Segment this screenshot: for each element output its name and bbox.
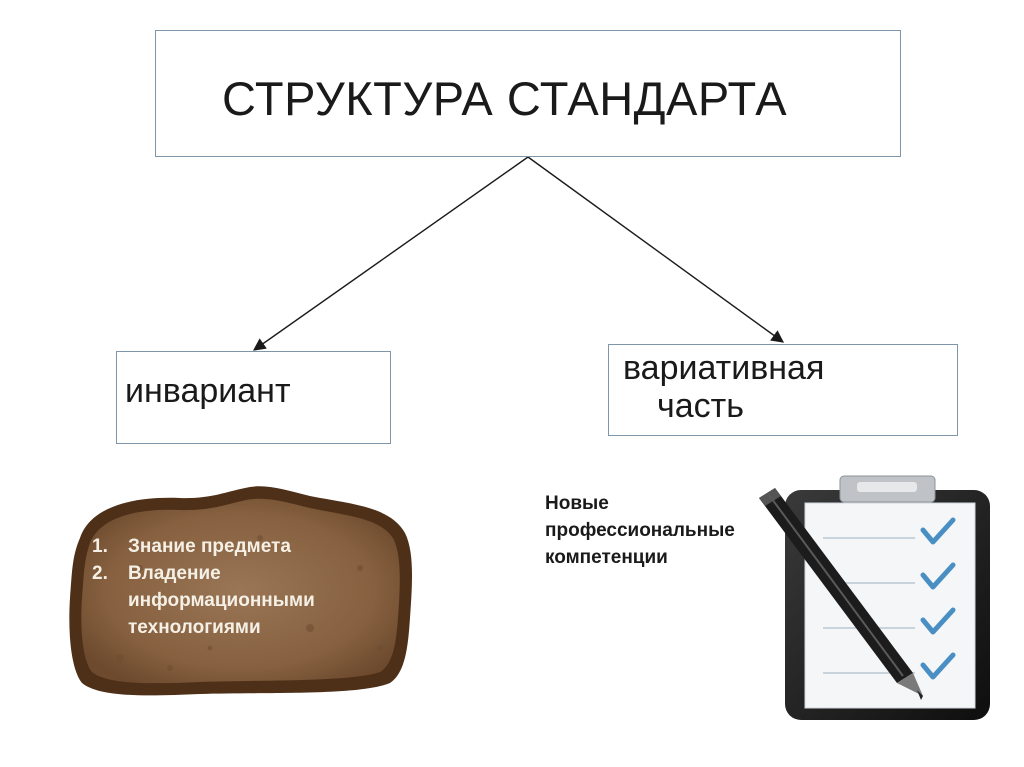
list-number: 1. xyxy=(92,536,108,557)
check-icon xyxy=(920,562,956,590)
bread-slice-icon xyxy=(69,486,413,696)
title-box: СТРУКТУРА СТАНДАРТА xyxy=(155,30,901,157)
list-text: информационными xyxy=(128,590,315,611)
arrow-to-variative xyxy=(527,156,785,343)
list-item-continuation: технологиями xyxy=(92,614,315,641)
check-icon xyxy=(920,517,956,545)
arrow-to-invariant xyxy=(252,156,529,351)
bread-list: 1. Знание предмета 2. Владение информаци… xyxy=(92,533,315,641)
competencies-line: Новые xyxy=(545,493,609,514)
competencies-line: профессиональные xyxy=(545,520,735,541)
pen-icon xyxy=(759,488,923,700)
list-text: Знание предмета xyxy=(128,536,291,557)
list-item: 2. Владение xyxy=(92,560,315,587)
variative-label-line2: часть xyxy=(657,387,744,425)
list-number: 2. xyxy=(92,563,108,584)
competencies-text: Новые профессиональные компетенции xyxy=(545,490,735,571)
check-icon xyxy=(920,652,956,680)
clipboard-checklist-icon xyxy=(759,475,990,720)
list-text: технологиями xyxy=(128,617,261,638)
list-item-continuation: информационными xyxy=(92,587,315,614)
invariant-label: инвариант xyxy=(125,372,291,410)
diagram-title: СТРУКТУРА СТАНДАРТА xyxy=(222,72,788,125)
list-text: Владение xyxy=(128,563,221,584)
invariant-box: инвариант xyxy=(116,351,391,444)
variative-box: вариативная часть xyxy=(608,344,958,436)
competencies-line: компетенции xyxy=(545,547,668,568)
list-item: 1. Знание предмета xyxy=(92,533,315,560)
variative-label-line1: вариативная xyxy=(623,349,825,387)
check-icon xyxy=(920,607,956,635)
